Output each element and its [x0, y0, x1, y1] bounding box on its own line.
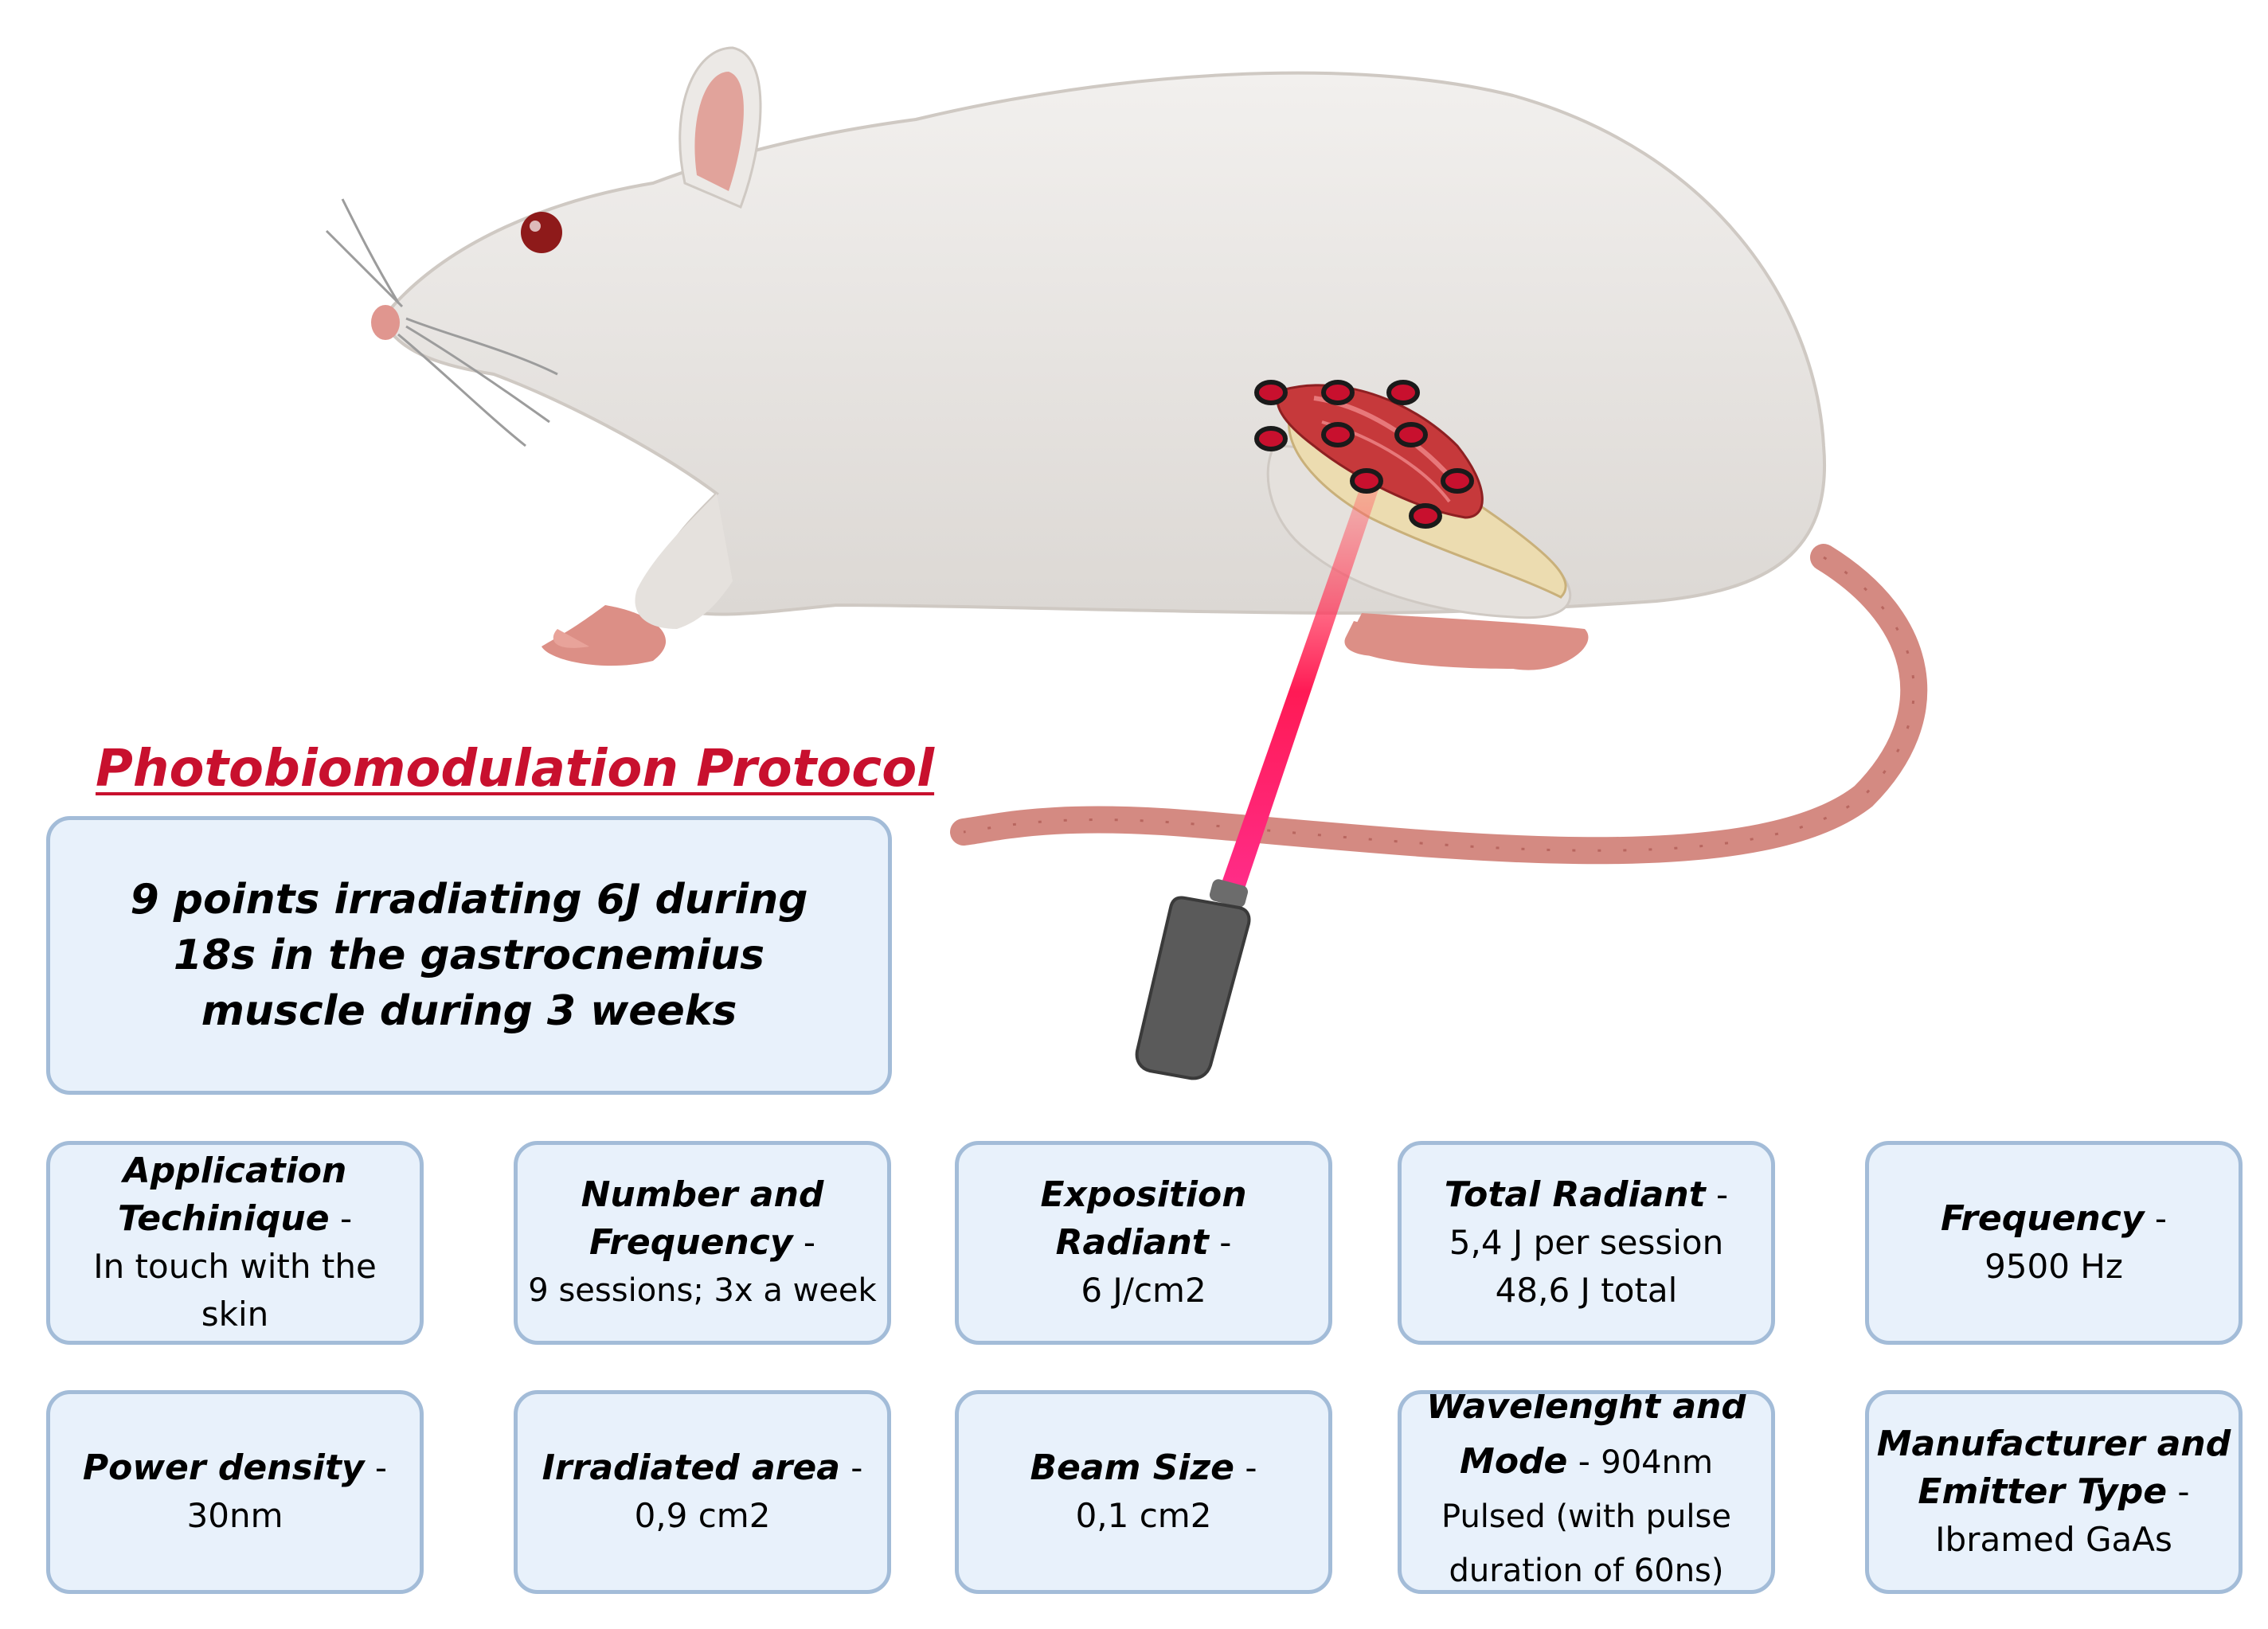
- param-irradiated-area: Irradiated area - 0,9 cm2: [514, 1390, 891, 1594]
- protocol-title: Photobiomodulation Protocol: [96, 740, 935, 799]
- param-total-radiant: Total Radiant - 5,4 J per session 48,6 J…: [1398, 1141, 1775, 1345]
- param-label: Frequency: [1940, 1198, 2145, 1239]
- rat-nose: [371, 305, 400, 340]
- irradiation-point-icon: [1254, 380, 1288, 405]
- param-label: Manufacturer and Emitter Type: [1876, 1424, 2231, 1512]
- irradiation-point-icon: [1394, 422, 1428, 447]
- param-label: Power density: [82, 1447, 365, 1488]
- param-label: Beam Size: [1030, 1447, 1234, 1488]
- irradiation-point-icon: [1321, 422, 1355, 447]
- param-number-frequency: Number and Frequency - 9 sessions; 3x a …: [514, 1141, 891, 1345]
- param-exposition-radiant: Exposition Radiant - 6 J/cm2: [955, 1141, 1332, 1345]
- param-value: 6 J/cm2: [1081, 1271, 1206, 1310]
- param-wavelength-mode: Wavelenght and Mode - 904nm Pulsed (with…: [1398, 1390, 1775, 1594]
- laser-probe-icon: [1135, 879, 1251, 1080]
- param-value: 0,1 cm2: [1075, 1496, 1212, 1535]
- protocol-summary-box: 9 points irradiating 6J during 18s in th…: [46, 816, 892, 1095]
- rat-eye: [521, 212, 562, 253]
- param-label: Total Radiant: [1444, 1174, 1706, 1215]
- param-manufacturer-emitter: Manufacturer and Emitter Type - Ibramed …: [1865, 1390, 2243, 1594]
- param-beam-size: Beam Size - 0,1 cm2: [955, 1390, 1332, 1594]
- param-label: Irradiated area: [542, 1447, 840, 1488]
- rat-whiskers: [325, 198, 558, 447]
- param-value: 904nm Pulsed (with pulse duration of 60n…: [1441, 1444, 1731, 1589]
- param-value: 9 sessions; 3x a week: [528, 1272, 877, 1309]
- param-label: Exposition Radiant: [1040, 1174, 1247, 1263]
- param-label: Number and Frequency: [581, 1174, 824, 1263]
- rat-tail: [950, 544, 1928, 865]
- irradiation-point-icon: [1409, 503, 1442, 529]
- param-frequency: Frequency - 9500 Hz: [1865, 1141, 2243, 1345]
- param-value-2: 48,6 J total: [1495, 1271, 1678, 1310]
- param-power-density: Power density - 30nm: [46, 1390, 424, 1594]
- front-foot: [542, 605, 667, 666]
- param-label: Application Techinique: [117, 1150, 347, 1239]
- irradiation-point-icon: [1441, 468, 1474, 494]
- rat-body: [380, 71, 1826, 616]
- protocol-summary: 9 points irradiating 6J during 18s in th…: [130, 876, 808, 1035]
- irradiation-points: [1254, 380, 1474, 529]
- param-value: In touch with the skin: [93, 1247, 377, 1334]
- param-value: 0,9 cm2: [634, 1496, 771, 1535]
- param-label: Wavelenght and Mode: [1426, 1390, 1746, 1482]
- param-application-technique: Application Techinique - In touch with t…: [46, 1141, 424, 1345]
- hind-foot: [1346, 613, 1589, 670]
- irradiation-point-icon: [1321, 380, 1355, 405]
- irradiation-point-icon: [1254, 426, 1288, 451]
- irradiation-point-icon: [1350, 468, 1383, 494]
- param-value: 30nm: [186, 1496, 284, 1535]
- param-value: 9500 Hz: [1984, 1247, 2123, 1286]
- irradiation-point-icon: [1386, 380, 1420, 405]
- param-value: Ibramed GaAs: [1935, 1520, 2172, 1559]
- laser-beam: [1218, 487, 1379, 896]
- param-value: 5,4 J per session: [1449, 1223, 1724, 1262]
